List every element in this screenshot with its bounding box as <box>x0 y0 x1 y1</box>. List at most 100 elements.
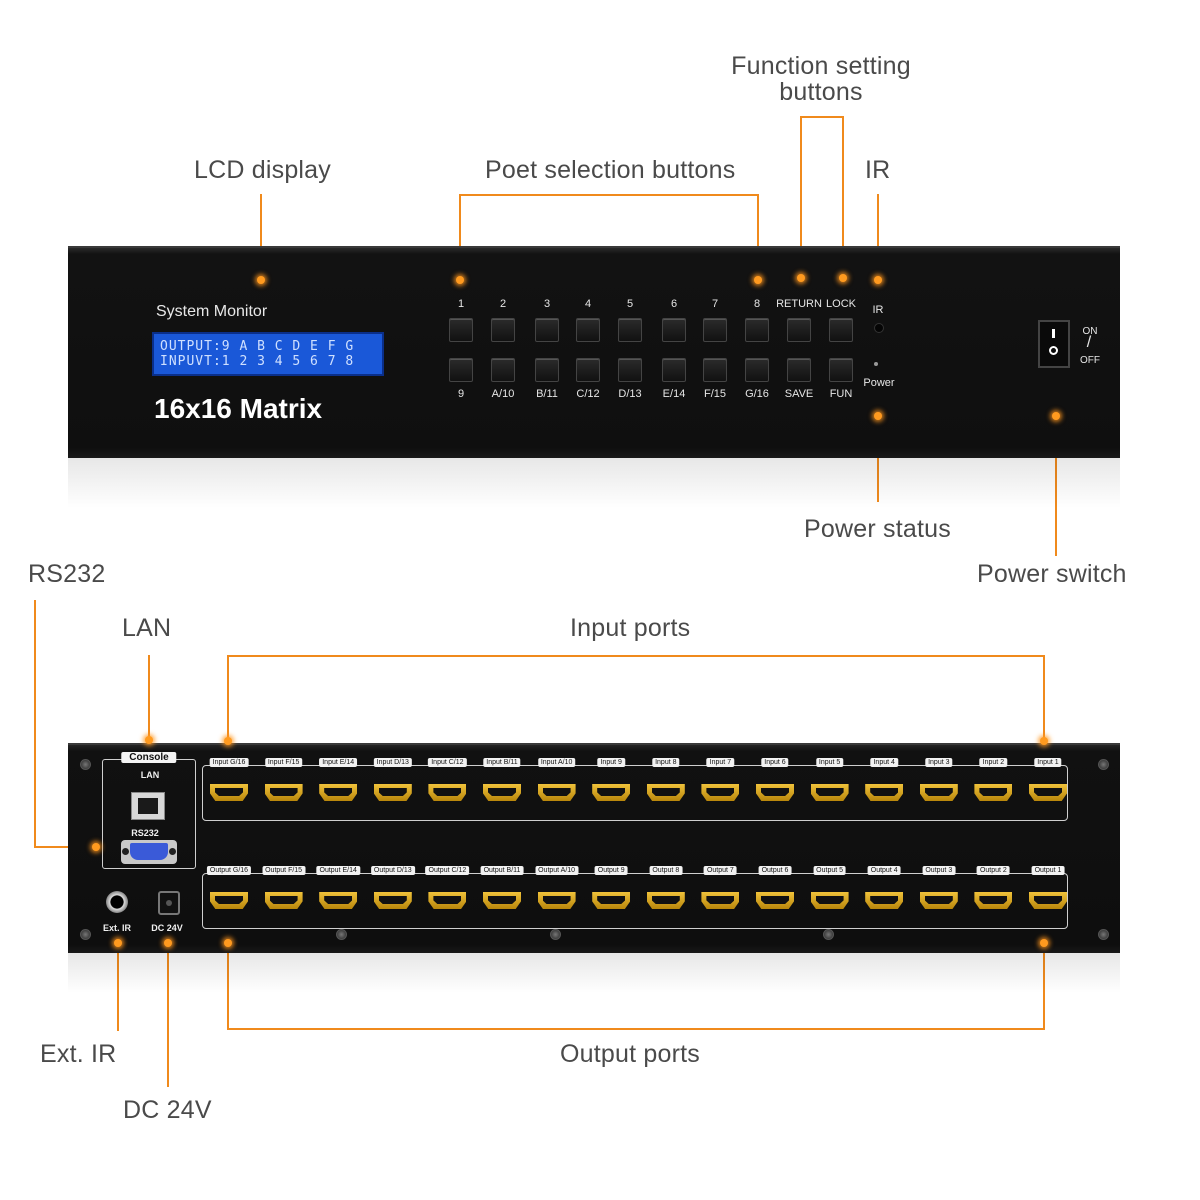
marker-dot <box>1052 412 1060 420</box>
switch-on-mark <box>1052 329 1055 338</box>
callout-port-selection: Poet selection buttons <box>485 156 736 184</box>
button-4[interactable] <box>576 318 600 342</box>
button-8[interactable] <box>745 318 769 342</box>
input-hdmi-port[interactable] <box>483 784 521 801</box>
leader-line <box>167 943 169 1087</box>
button-3[interactable] <box>535 318 559 342</box>
button-2[interactable] <box>491 318 515 342</box>
output-hdmi-port[interactable] <box>646 892 685 909</box>
button-d13[interactable] <box>618 358 642 382</box>
button-a10[interactable] <box>491 358 515 382</box>
marker-dot <box>145 736 153 744</box>
output-port-label: Output 2 <box>976 866 1010 875</box>
btn-label-lock: LOCK <box>826 298 856 310</box>
screw <box>80 929 91 940</box>
button-9[interactable] <box>449 358 473 382</box>
input-hdmi-port[interactable] <box>810 784 849 801</box>
marker-dot <box>456 276 464 284</box>
callout-rs232: RS232 <box>28 560 106 588</box>
btn-label-g16: G/16 <box>745 388 769 400</box>
output-port-label: Output A/10 <box>535 866 579 875</box>
input-hdmi-port[interactable] <box>592 784 631 801</box>
output-hdmi-port[interactable] <box>537 892 576 909</box>
lcd-line-input: INPUVT:1 2 3 4 5 6 7 8 <box>160 354 355 369</box>
button-6[interactable] <box>662 318 686 342</box>
input-hdmi-port[interactable] <box>701 784 740 801</box>
input-hdmi-port[interactable] <box>264 784 303 801</box>
output-hdmi-port[interactable] <box>974 892 1013 909</box>
input-hdmi-port[interactable] <box>646 784 685 801</box>
button-e14[interactable] <box>662 358 686 382</box>
output-hdmi-port[interactable] <box>592 892 631 909</box>
output-hdmi-port[interactable] <box>919 892 958 909</box>
fun-button[interactable] <box>829 358 853 382</box>
output-hdmi-port[interactable] <box>373 892 412 909</box>
input-hdmi-port[interactable] <box>1029 784 1067 801</box>
button-b11[interactable] <box>535 358 559 382</box>
output-hdmi-port[interactable] <box>865 892 904 909</box>
input-hdmi-port[interactable] <box>537 784 576 801</box>
leader-line <box>1055 416 1057 556</box>
leader-line <box>227 655 1045 657</box>
screw <box>80 759 91 770</box>
button-1[interactable] <box>449 318 473 342</box>
save-button[interactable] <box>787 358 811 382</box>
output-port-label: Output 9 <box>594 866 628 875</box>
power-switch[interactable] <box>1038 320 1070 368</box>
output-hdmi-port[interactable] <box>756 892 794 909</box>
marker-dot <box>257 276 265 284</box>
input-hdmi-port[interactable] <box>319 784 358 801</box>
rs232-label: RS232 <box>131 828 159 838</box>
marker-dot <box>1040 737 1048 745</box>
rs232-nut <box>122 848 129 855</box>
output-hdmi-port[interactable] <box>319 892 358 909</box>
screw <box>823 929 834 940</box>
dc-24v-label: DC 24V <box>151 923 183 933</box>
switch-off-mark <box>1049 346 1058 355</box>
output-hdmi-port[interactable] <box>810 892 849 909</box>
btn-label-3: 3 <box>543 298 551 310</box>
output-hdmi-port[interactable] <box>210 892 248 909</box>
leader-line <box>1043 655 1045 739</box>
output-hdmi-port[interactable] <box>264 892 303 909</box>
button-7[interactable] <box>703 318 727 342</box>
lan-port[interactable] <box>131 792 165 820</box>
rear-panel-reflection <box>68 953 1120 993</box>
input-hdmi-port[interactable] <box>373 784 412 801</box>
button-c12[interactable] <box>576 358 600 382</box>
input-port-label: Input A/10 <box>537 758 576 767</box>
callout-ir: IR <box>865 156 891 184</box>
console-title: Console <box>121 752 177 763</box>
lock-button[interactable] <box>829 318 853 342</box>
ext-ir-jack[interactable] <box>106 891 128 913</box>
rs232-nut <box>169 848 176 855</box>
input-hdmi-port[interactable] <box>974 784 1013 801</box>
screw <box>336 929 347 940</box>
lcd-display: OUTPUT:9 A B C D E F G INPUVT:1 2 3 4 5 … <box>152 332 384 376</box>
input-hdmi-port[interactable] <box>428 784 467 801</box>
rs232-port[interactable] <box>121 840 177 864</box>
btn-label-6: 6 <box>670 298 678 310</box>
leader-line <box>877 416 879 502</box>
return-button[interactable] <box>787 318 811 342</box>
output-hdmi-port[interactable] <box>701 892 740 909</box>
button-5[interactable] <box>618 318 642 342</box>
input-port-label: Input 9 <box>597 758 625 767</box>
screw <box>550 929 561 940</box>
input-hdmi-port[interactable] <box>919 784 958 801</box>
input-port-label: Input 8 <box>652 758 680 767</box>
input-hdmi-port[interactable] <box>865 784 904 801</box>
button-f15[interactable] <box>703 358 727 382</box>
input-port-label: Input 6 <box>761 758 789 767</box>
output-hdmi-port[interactable] <box>483 892 521 909</box>
input-hdmi-port[interactable] <box>756 784 794 801</box>
button-g16[interactable] <box>745 358 769 382</box>
leader-line <box>148 655 150 737</box>
dc-24v-jack[interactable] <box>158 891 180 915</box>
output-hdmi-port[interactable] <box>1029 892 1067 909</box>
leader-line <box>800 116 844 118</box>
leader-line <box>877 194 879 278</box>
input-hdmi-port[interactable] <box>210 784 248 801</box>
output-hdmi-port[interactable] <box>428 892 467 909</box>
marker-dot <box>92 843 100 851</box>
